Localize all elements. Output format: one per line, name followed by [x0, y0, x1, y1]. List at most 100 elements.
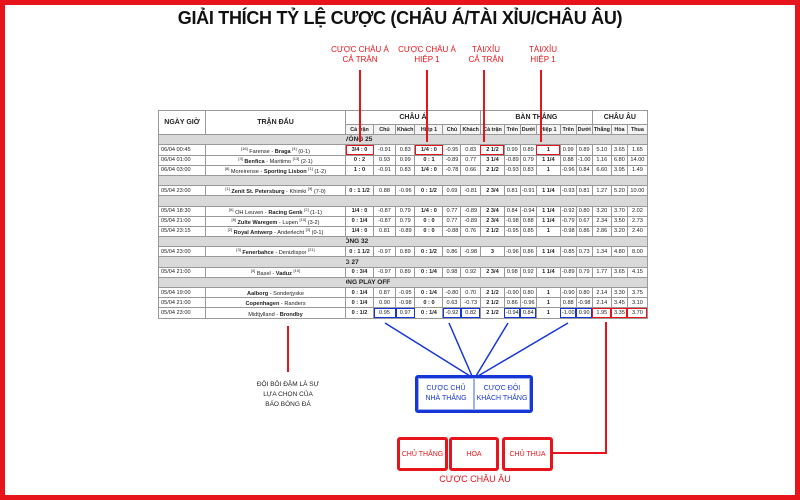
page-title: GIẢI THÍCH TỶ LỆ CƯỢC (CHÂU Á/TÀI XỈU/CH… — [177, 8, 623, 28]
eu-away-win-box: CHỦ THUA — [502, 437, 553, 471]
eu-label: CƯỢC CHÂU ÂU — [439, 474, 511, 484]
match-row: 05/04 18:30[6] OH Leuven - Racing Genk [… — [158, 205, 648, 217]
away-team: Khimki — [289, 189, 307, 196]
header-goals: BÀN THẮNG — [479, 110, 593, 125]
legend-line: NHÀ THẮNG — [425, 395, 467, 402]
away-team: Sonderjyske — [273, 291, 304, 298]
match-row: 06/04 03:00[8] Moreirense - Sporting Lis… — [158, 164, 648, 176]
annotation-line: CẢ TRẬN — [342, 55, 378, 64]
match-row: 05/04 21:00 Copenhagen - Randers 0 : 1/4… — [158, 297, 648, 309]
match-row: 05/04 23:00 Midtjylland - Brondby 0 : 1/… — [158, 307, 648, 319]
league-name: VĐQG THỤY SỸ 2020/21 - VÒNG 27 — [346, 258, 359, 266]
home-rank: [3] — [236, 247, 241, 253]
asia-legend-box: CƯỢC CHỦ NHÀ THẮNG CƯỢC ĐỘI KHÁCH THẮNG — [415, 375, 533, 413]
score: (3-2) — [307, 219, 320, 226]
away-team: Brondby — [279, 311, 303, 318]
league-name: VĐQG THỔ NHĨ KỲ 2020/21 - VÒNG 32 — [346, 238, 369, 246]
home-rank: [1] — [225, 186, 230, 192]
odds-cell: 3.70 — [626, 307, 648, 319]
odds-cell: 0.84 — [519, 307, 537, 319]
home-rank: [2] — [227, 227, 233, 233]
score: (0-1) — [311, 229, 324, 236]
connector-blue — [477, 322, 569, 377]
away-team: Anderlecht — [277, 229, 304, 236]
odds-cell: 0.82 — [460, 307, 481, 319]
away-win-legend: CƯỢC ĐỘI KHÁCH THẮNG — [474, 378, 530, 410]
away-rank: [13] — [292, 155, 300, 161]
match-row: 06/04 01:00[3] Benfica - Maritimo [13] (… — [158, 154, 648, 166]
connector-blue — [475, 322, 509, 377]
score: (2-1) — [300, 158, 313, 165]
away-rank: [10] — [299, 216, 307, 222]
score: (1-2) — [314, 168, 327, 175]
home-team: Basel — [256, 270, 271, 277]
away-team: Maritimo — [269, 158, 292, 165]
away-team: Vaduz — [275, 270, 292, 277]
odds-cell: 2 1/2 — [479, 307, 505, 319]
annotation-line: TÀI/XỈU — [471, 45, 500, 54]
away-rank: [4] — [292, 145, 297, 151]
home-rank: [3] — [238, 155, 243, 161]
match-row: 05/04 21:00[8] Zulte Waregem - Lupen [10… — [158, 215, 648, 227]
legend-line: CƯỢC ĐỘI — [483, 385, 521, 392]
away-team: Denizlispor — [278, 250, 307, 257]
score: (1-1) — [310, 209, 322, 216]
away-rank: [21] — [307, 247, 315, 253]
away-team: Braga — [274, 148, 291, 155]
eu-home-win-box: CHỦ THẮNG — [397, 437, 448, 471]
league-name: VĐQG BỒ ĐÀO NHA 2020/21 - VÒNG 25 — [345, 136, 373, 144]
home-team: Zenit St. Petersburg — [231, 189, 285, 196]
header-date: NGÀY GIỜ — [158, 109, 206, 136]
note-line: LỰA CHỌN CỦA — [263, 391, 313, 398]
header-asia: CHÂU Á — [345, 110, 481, 125]
away-rank: [9] — [307, 186, 313, 192]
home-team: Farense — [249, 148, 270, 155]
annotation-line: CƯỢC CHÂU Á — [331, 45, 389, 54]
home-rank: [6] — [229, 206, 234, 212]
odds-cell: 1 — [535, 307, 561, 319]
match-row: 05/04 19:00 Aalborg - Sonderjyske 0 : 1/… — [158, 286, 648, 299]
annotation-line: CƯỢC CHÂU Á — [398, 45, 456, 54]
annotation-line: CẢ TRẬN — [468, 55, 504, 64]
away-rank: [3] — [305, 227, 311, 233]
home-team: Copenhagen — [245, 301, 280, 308]
home-team: OH Leuven — [235, 209, 264, 216]
home-team: Midtjylland — [248, 311, 275, 318]
away-team: Lupen — [282, 219, 298, 226]
away-rank: [2] — [304, 206, 309, 212]
connector-europe — [553, 322, 607, 454]
annotation-line: TÀI/XỈU — [528, 45, 557, 54]
away-team: Racing Genk — [268, 209, 303, 216]
home-team: Aalborg — [247, 291, 269, 298]
away-rank: [10] — [293, 267, 301, 273]
score: (7-0) — [313, 189, 326, 196]
annotation-line: HIỆP 1 — [414, 55, 440, 64]
away-rank: [1] — [308, 165, 313, 171]
home-team: Moreirense — [230, 168, 259, 175]
legend-line: CƯỢC CHỦ — [426, 385, 466, 392]
score: (0-1) — [298, 148, 310, 155]
connector-blue — [384, 322, 471, 377]
odds-cell: 1.95 — [591, 307, 612, 319]
home-rank: [8] — [224, 165, 230, 171]
eu-draw-box: HÒA — [449, 437, 499, 471]
home-rank: [16] — [241, 145, 248, 151]
annotation-line: HIỆP 1 — [530, 55, 556, 64]
connector-blue — [448, 322, 473, 377]
odds-table: NGÀY GIỜ TRẬN ĐẤU CHÂU Á BÀN THẮNG CHÂU … — [158, 109, 648, 319]
bold-team-note: ĐỘI BÔI ĐẬM LÀ SỰ LỰA CHỌN CỦA BÁO BÓNG … — [238, 380, 338, 410]
away-team: Sporting Lisbon — [263, 168, 307, 175]
home-team: Benfica — [244, 158, 265, 165]
legend-line: KHÁCH THẮNG — [476, 395, 528, 402]
away-team: Randers — [284, 301, 306, 308]
league-name: VĐQG ĐAN MẠCH 2020/21 - VÒNG PLAY OFF — [346, 278, 391, 286]
header-match: TRẬN ĐẤU — [205, 109, 346, 136]
home-rank: [4] — [250, 267, 256, 273]
home-rank: [8] — [231, 216, 236, 222]
note-line: BÁO BÓNG ĐÁ — [265, 401, 311, 408]
